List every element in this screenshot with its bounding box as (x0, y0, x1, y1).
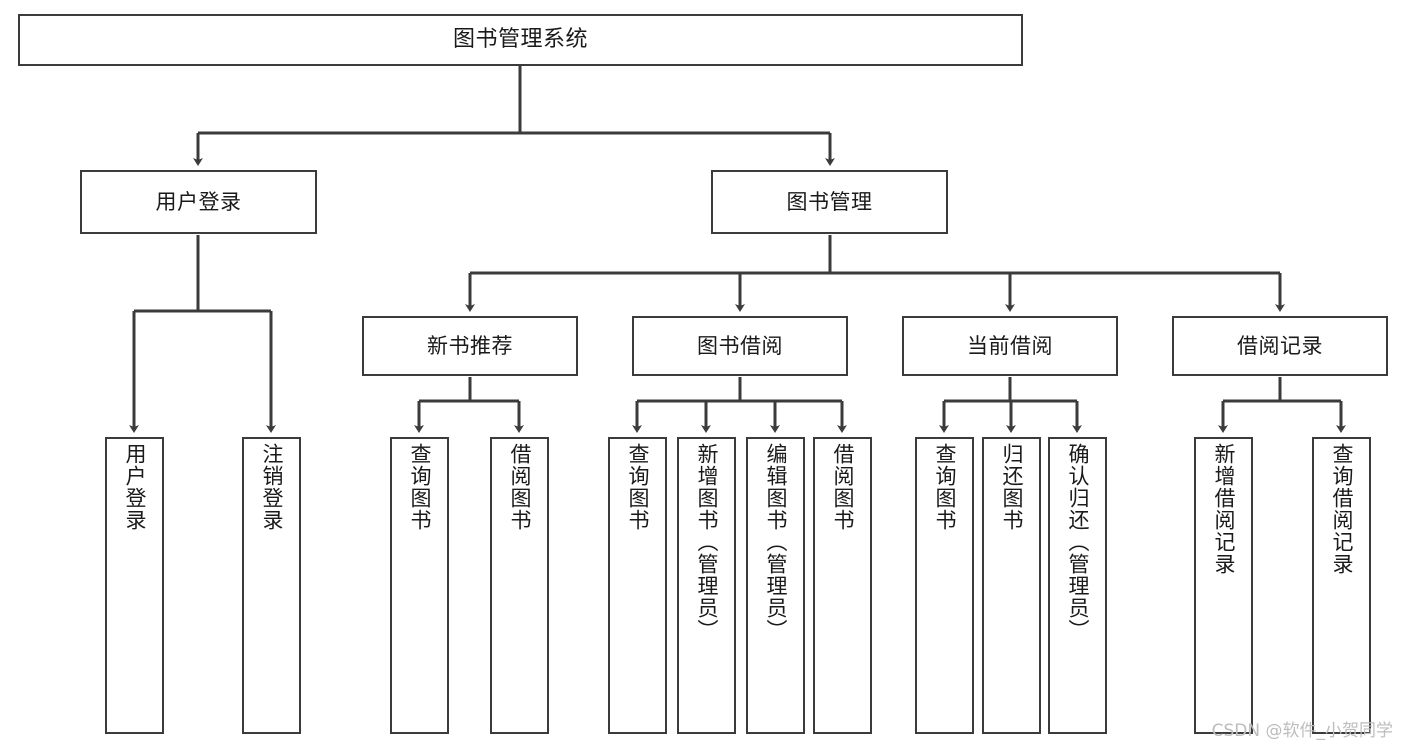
csdn-watermark: CSDN @软件_小贺同学 (1211, 721, 1393, 741)
node-label: 查询图书 (408, 443, 432, 531)
node-book-management[interactable]: 图书管理 (711, 170, 948, 234)
leaf-user-login-logout[interactable]: 注销登录 (242, 437, 301, 734)
node-root-book-management-system[interactable]: 图书管理系统 (18, 14, 1023, 66)
node-label: 当前借阅 (967, 333, 1053, 358)
leaf-records-query-record[interactable]: 查询借阅记录 (1312, 437, 1371, 734)
node-current-borrowing[interactable]: 当前借阅 (902, 316, 1118, 376)
leaf-new-book-borrow-books[interactable]: 借阅图书 (490, 437, 549, 734)
node-label: 借阅图书 (508, 443, 532, 531)
node-label: 查询图书 (626, 443, 650, 531)
node-label: 图书借阅 (697, 333, 783, 358)
node-label: 新书推荐 (427, 333, 513, 358)
leaf-borrow-add-book-admin[interactable]: 新增图书（管理员） (677, 437, 736, 734)
node-label: 借阅图书 (831, 443, 855, 531)
leaf-user-login-login[interactable]: 用户登录 (105, 437, 164, 734)
node-label: 注销登录 (260, 443, 284, 531)
node-label: 查询借阅记录 (1330, 443, 1354, 575)
node-label: 新增借阅记录 (1212, 443, 1236, 575)
node-new-book-recommendation[interactable]: 新书推荐 (362, 316, 578, 376)
leaf-current-confirm-return-admin[interactable]: 确认归还（管理员） (1048, 437, 1107, 734)
leaf-records-add-record[interactable]: 新增借阅记录 (1194, 437, 1253, 734)
leaf-current-query-books[interactable]: 查询图书 (915, 437, 974, 734)
node-label: 确认归还（管理员） (1066, 443, 1090, 641)
node-user-login[interactable]: 用户登录 (80, 170, 317, 234)
node-label: 新增图书（管理员） (695, 443, 719, 641)
leaf-current-return-books[interactable]: 归还图书 (982, 437, 1041, 734)
leaf-borrow-borrow-books[interactable]: 借阅图书 (813, 437, 872, 734)
node-label: 借阅记录 (1237, 333, 1323, 358)
node-label: 图书管理 (786, 189, 873, 214)
leaf-borrow-query-books[interactable]: 查询图书 (608, 437, 667, 734)
node-label: 归还图书 (1000, 443, 1024, 531)
node-label: 编辑图书（管理员） (764, 443, 788, 641)
leaf-borrow-edit-book-admin[interactable]: 编辑图书（管理员） (746, 437, 805, 734)
leaf-new-book-query-books[interactable]: 查询图书 (390, 437, 449, 734)
node-label: 查询图书 (933, 443, 957, 531)
node-borrowing-records[interactable]: 借阅记录 (1172, 316, 1388, 376)
node-label: 用户登录 (155, 189, 242, 214)
node-label: 用户登录 (123, 443, 147, 531)
node-book-borrowing[interactable]: 图书借阅 (632, 316, 848, 376)
node-label: 图书管理系统 (452, 27, 588, 53)
